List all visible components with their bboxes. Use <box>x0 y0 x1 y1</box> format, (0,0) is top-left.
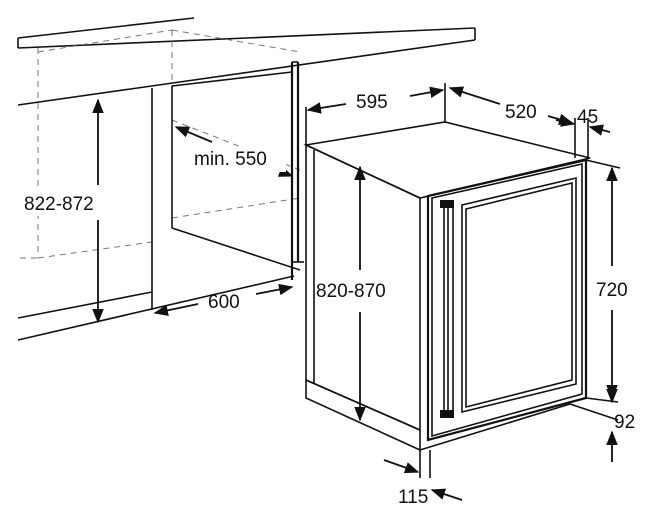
niche-width-label: 600 <box>208 292 240 313</box>
plinth-height-label: 92 <box>614 412 635 433</box>
niche-left-wall <box>151 71 301 310</box>
door-thickness-label: 45 <box>577 107 598 128</box>
floor-lines <box>17 275 295 341</box>
door-height-label: 720 <box>596 280 628 301</box>
appliance-height-label: 820-870 <box>316 281 386 302</box>
min-depth-label: min. 550 <box>194 149 267 170</box>
niche-height-label: 822-872 <box>24 194 94 215</box>
niche-hidden-lines <box>20 29 301 259</box>
cabinet-width-label: 595 <box>356 92 388 113</box>
plinth-depth-label: 115 <box>398 487 428 508</box>
door-handle <box>440 200 454 418</box>
worktop <box>17 17 476 106</box>
niche-right-wall <box>290 61 304 280</box>
cabinet-depth-label: 520 <box>505 102 537 123</box>
